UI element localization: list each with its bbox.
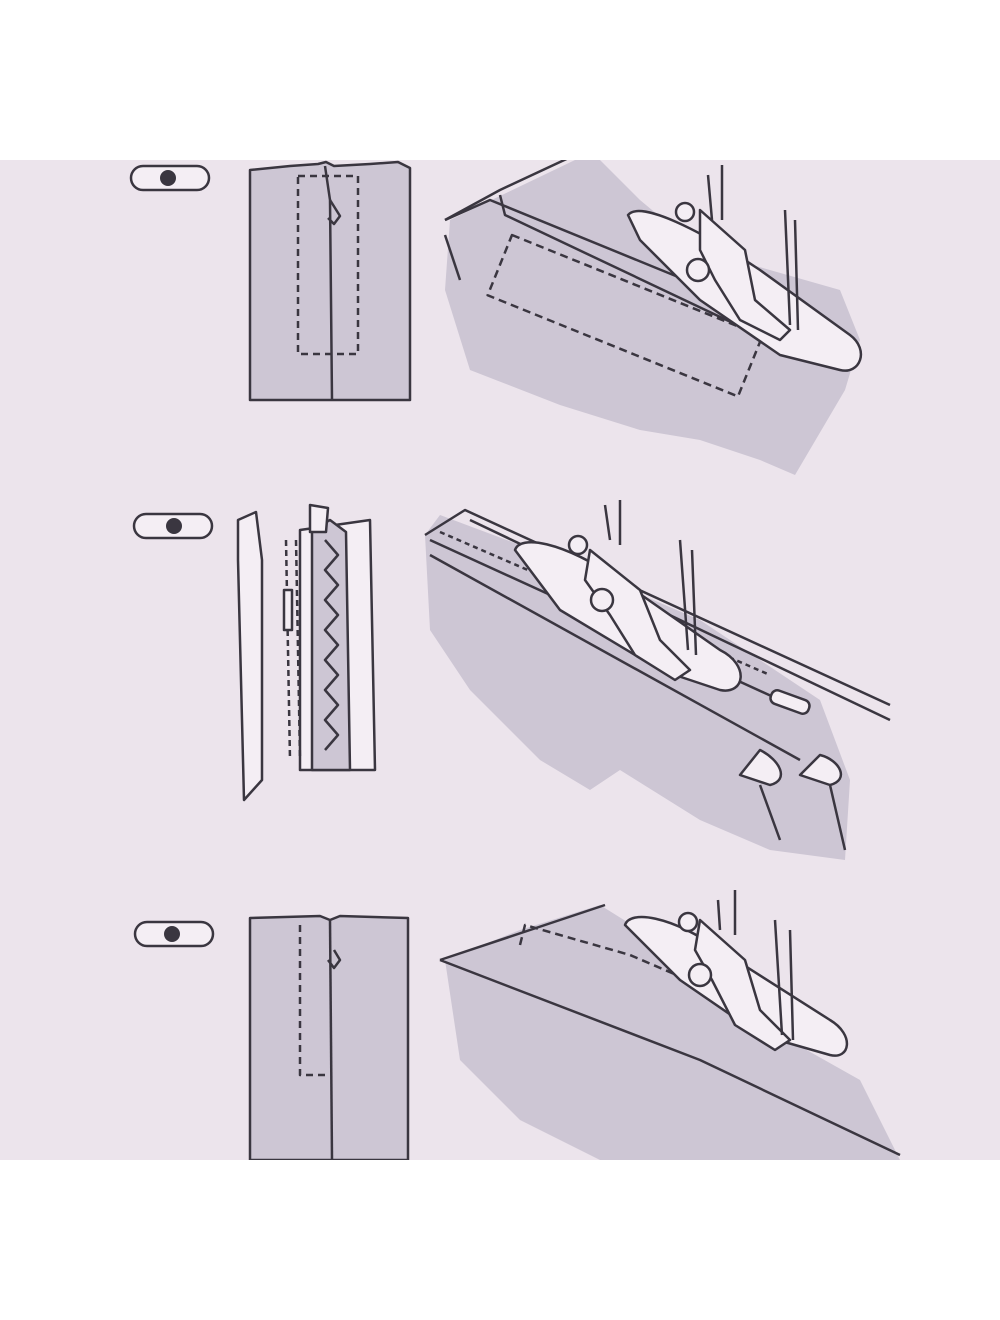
step-3 [133,890,901,1160]
step-2 [132,500,891,860]
step-1 [129,160,862,475]
needle-position-icon [129,164,211,192]
instruction-panel [0,160,1000,1160]
needle-position-icon [132,512,214,540]
zipper-closed-diagram [248,914,410,1160]
zipper-seam-diagram [248,160,412,402]
needle-position-icon [133,920,215,948]
presser-foot-sewing-illustration [439,890,901,1160]
presser-foot-sewing-illustration [443,160,862,475]
zipper-instructions-illustration [0,160,1000,1160]
presser-foot-sewing-illustration [424,500,891,860]
zipper-tape-diagram [236,503,377,802]
